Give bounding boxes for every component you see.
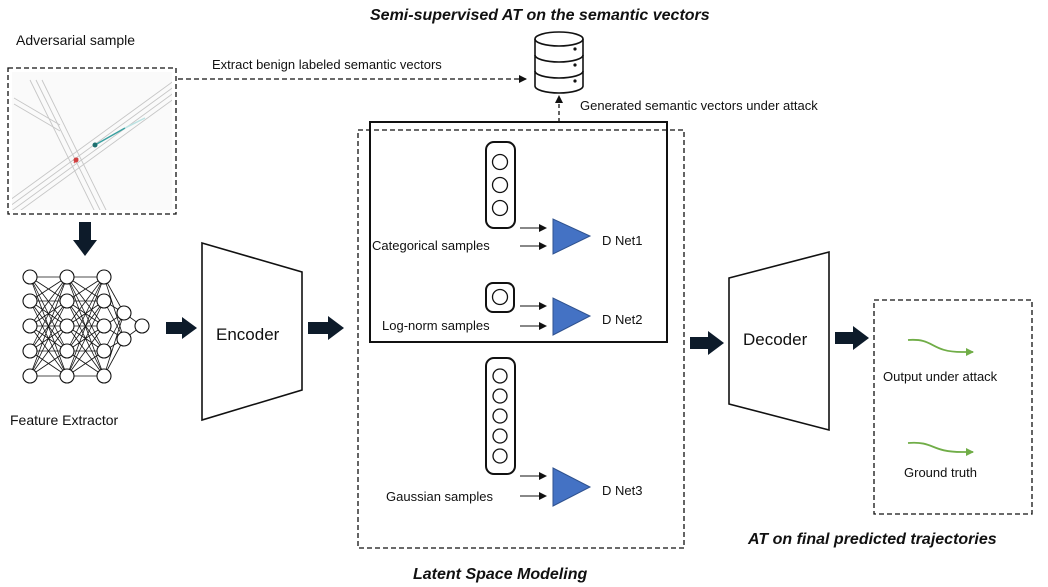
- nn-edge: [66, 276, 105, 327]
- output-box: [873, 299, 1033, 515]
- label-d-net3: D Net3: [602, 483, 643, 498]
- nn-node: [116, 331, 132, 347]
- arrow-to-decoder: [690, 331, 724, 355]
- nn-edge: [66, 325, 105, 377]
- title-final-trajectories: AT on final predicted trajectories: [748, 531, 997, 548]
- nn-node: [59, 269, 75, 285]
- label-encoder: Encoder: [216, 325, 280, 344]
- categorical-vector: [485, 141, 516, 229]
- label-lognorm-samples: Log-norm samples: [382, 318, 490, 333]
- label-categorical-samples: Categorical samples: [372, 238, 490, 253]
- encoder-block: [201, 241, 303, 422]
- nn-node: [134, 318, 150, 334]
- gaussian-vector: [485, 357, 516, 475]
- nn-node: [22, 269, 38, 285]
- label-adversarial-sample: Adversarial sample: [16, 32, 136, 48]
- nn-node: [59, 368, 75, 384]
- nn-edge: [29, 276, 68, 377]
- database-icon: [534, 31, 584, 94]
- nn-edge: [29, 325, 68, 377]
- nn-node: [96, 318, 112, 334]
- label-decoder: Decoder: [743, 330, 808, 349]
- label-d-net2: D Net2: [602, 312, 643, 327]
- map-thumbnail: [12, 72, 172, 210]
- nn-edge: [29, 300, 68, 377]
- nn-node: [96, 293, 112, 309]
- nn-node: [59, 343, 75, 359]
- arrow-to-encoder: [166, 317, 197, 339]
- d-net1-triangle: [552, 218, 592, 255]
- nn-edge: [103, 276, 125, 340]
- nn-node: [59, 293, 75, 309]
- label-gaussian-samples: Gaussian samples: [386, 489, 493, 504]
- label-output-under-attack: Output under attack: [883, 369, 998, 384]
- label-generated-vectors: Generated semantic vectors under attack: [580, 98, 818, 113]
- label-extract-vectors: Extract benign labeled semantic vectors: [212, 57, 442, 72]
- label-feature-extractor: Feature Extractor: [10, 412, 119, 428]
- arrow-to-latent: [308, 316, 344, 340]
- nn-node: [59, 318, 75, 334]
- nn-node: [96, 368, 112, 384]
- nn-edge: [66, 276, 105, 377]
- label-ground-truth: Ground truth: [904, 465, 977, 480]
- latent-space-box: [357, 129, 685, 549]
- nn-node: [96, 343, 112, 359]
- adversarial-sample-box: [7, 67, 177, 215]
- nn-edge: [66, 300, 105, 377]
- title-latent-space: Latent Space Modeling: [413, 566, 588, 583]
- d-net3-triangle: [552, 467, 592, 507]
- d-net2-triangle: [552, 297, 592, 336]
- lognorm-vector: [485, 282, 515, 313]
- arrow-to-output: [835, 326, 869, 350]
- trajectory-output: [907, 338, 974, 356]
- title-semi-supervised: Semi-supervised AT on the semantic vecto…: [370, 7, 710, 24]
- nn-node: [22, 293, 38, 309]
- nn-node: [22, 368, 38, 384]
- neural-network-icon: [22, 269, 150, 384]
- nn-node: [22, 318, 38, 334]
- trajectory-truth: [907, 441, 974, 456]
- nn-node: [116, 305, 132, 321]
- nn-node: [22, 343, 38, 359]
- label-d-net1: D Net1: [602, 233, 643, 248]
- decoder-block: [728, 250, 830, 432]
- semantic-vector-box: [369, 121, 668, 343]
- nn-edge: [103, 312, 125, 377]
- nn-node: [96, 269, 112, 285]
- down-arrow: [73, 222, 97, 256]
- nn-edge: [29, 276, 68, 352]
- nn-edge: [29, 276, 68, 327]
- nn-edge: [66, 276, 105, 352]
